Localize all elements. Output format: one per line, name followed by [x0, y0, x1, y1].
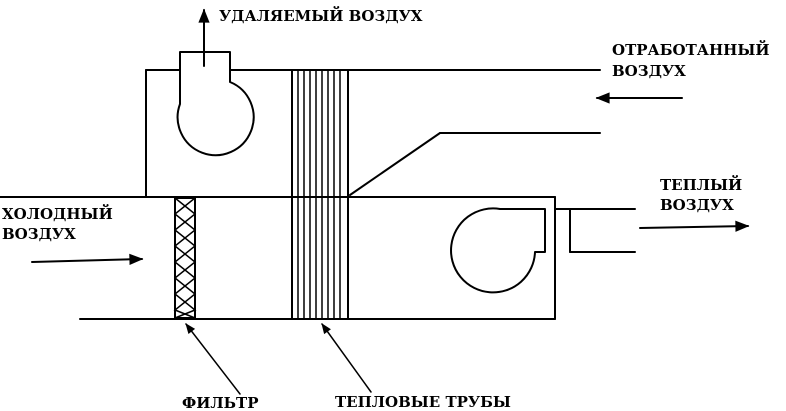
- warm-air-label-line1: ТЕПЛЫЙ: [660, 175, 742, 194]
- warm-air-arrow: [639, 220, 750, 232]
- cold-air-label-line2: ВОЗДУХ: [2, 225, 76, 243]
- cold-air-label-line1: ХОЛОДНЫЙ: [2, 204, 113, 223]
- heat-pipes-leader-line: [321, 323, 372, 393]
- filter: [173, 197, 197, 319]
- heat-pipes: [291, 69, 349, 320]
- exhaust-fan: [176, 51, 255, 157]
- heat-pipes-label: ТЕПЛОВЫЕ ТРУБЫ: [335, 393, 511, 411]
- filter-leader-line: [185, 323, 241, 395]
- exhaust-duct: [145, 69, 601, 198]
- spent-air-label-line2: ВОЗДУХ: [612, 62, 686, 80]
- warm-air-label-line2: ВОЗДУХ: [660, 196, 734, 214]
- supply-fan: [450, 207, 546, 294]
- filter-label: ФИЛЬТР: [182, 394, 259, 411]
- exhaust-air-label: УДАЛЯЕМЫЙ ВОЗДУХ: [219, 6, 423, 25]
- cold-air-arrow: [31, 253, 144, 265]
- spent-air-label-line1: ОТРАБОТАННЫЙ: [612, 40, 770, 59]
- supply-duct: [0, 196, 636, 320]
